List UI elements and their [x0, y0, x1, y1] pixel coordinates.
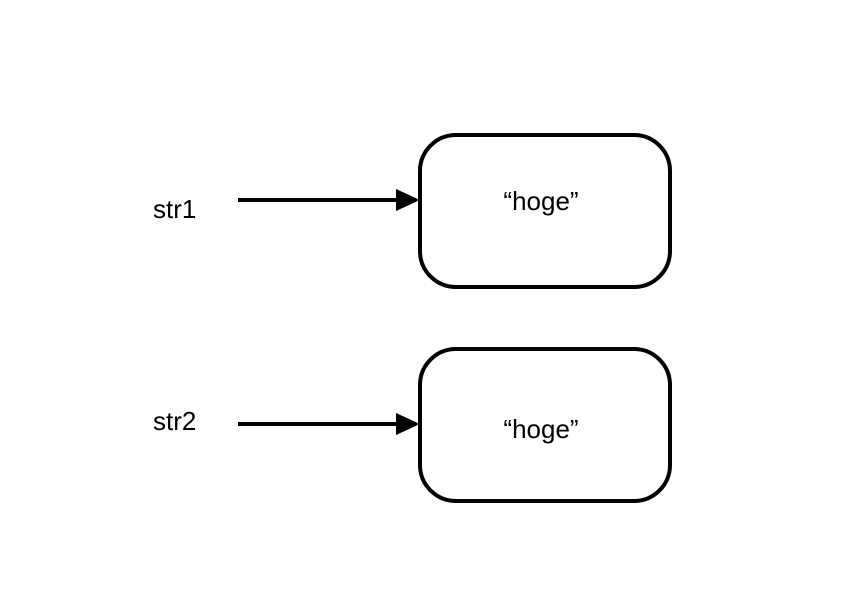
- string-object-box-2: [418, 347, 672, 503]
- variable-label-str2: str2: [153, 406, 196, 436]
- reference-2: str2 “hoge”: [153, 347, 672, 503]
- string-value-2: “hoge”: [503, 414, 578, 444]
- string-value-1: “hoge”: [503, 186, 578, 216]
- variable-label-str1: str1: [153, 194, 196, 224]
- pointer-arrowhead-1: [396, 189, 420, 211]
- reference-1: str1 “hoge”: [153, 133, 672, 289]
- string-object-box-1: [418, 133, 672, 289]
- pointer-arrowhead-2: [396, 413, 420, 435]
